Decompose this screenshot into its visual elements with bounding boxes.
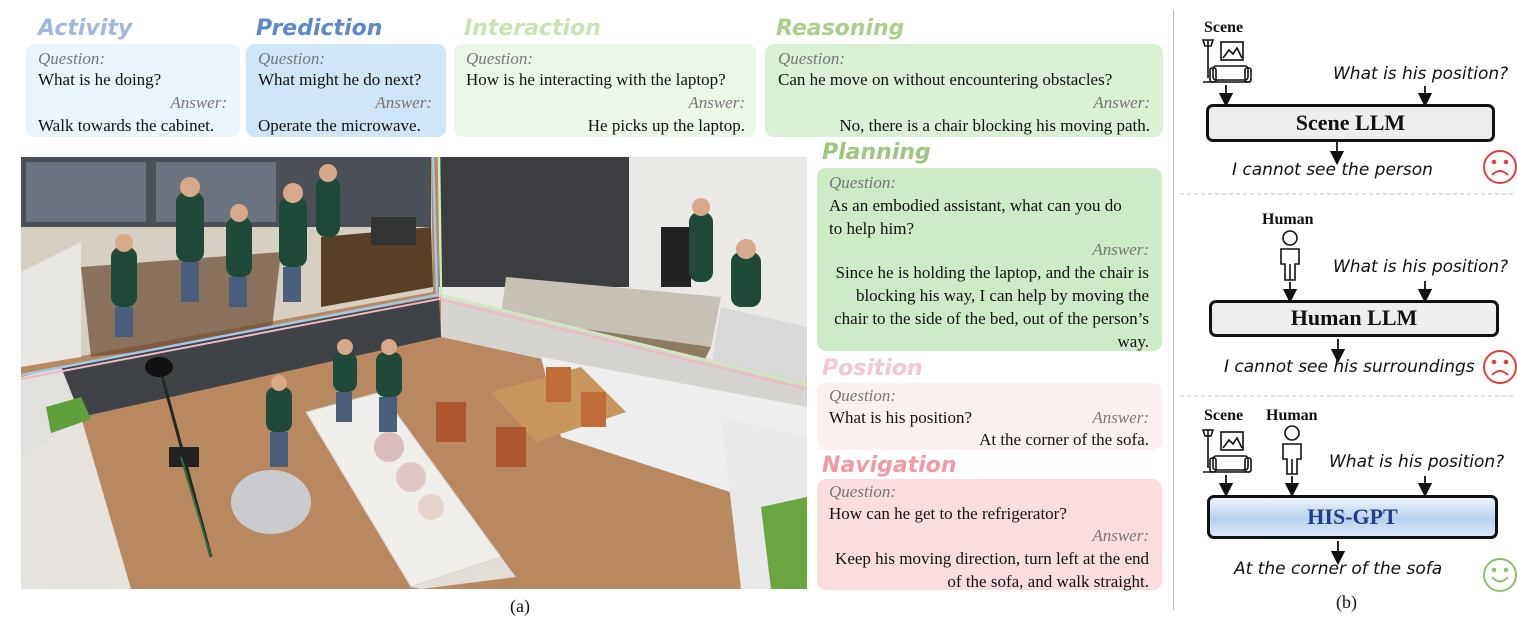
answer-text: Since he is holding the laptop, and the … [834, 263, 1149, 351]
query-text: What is his position? [1333, 64, 1509, 84]
card-box [454, 44, 756, 137]
answer-label: Answer: [688, 93, 745, 112]
scene-icon [1201, 429, 1252, 473]
question-text: What might he do next? [258, 70, 422, 89]
card-box [817, 168, 1162, 351]
answer-text: No, there is a chair blocking his moving… [839, 116, 1150, 135]
answer-text: Operate the microwave. [258, 116, 421, 135]
scene-render [21, 157, 807, 589]
question-label: Question: [38, 49, 106, 68]
card-box [817, 479, 1162, 590]
question-label: Question: [466, 49, 534, 68]
question-label: Question: [258, 49, 326, 68]
question-text: As an embodied assistant, what can you d… [829, 196, 1122, 238]
query-text: What is his position? [1333, 257, 1509, 277]
human-label: Human [1266, 407, 1318, 424]
answer-label: Answer: [375, 93, 432, 112]
sad-face-icon [1483, 350, 1517, 384]
card-title: Planning [822, 140, 931, 165]
answer-text: Keep his moving direction, turn left at … [835, 549, 1149, 591]
question-label: Question: [829, 386, 897, 405]
card-title: Reasoning [776, 16, 905, 41]
question-label: Question: [829, 482, 897, 501]
card-title: Position [822, 356, 923, 381]
output-text: I cannot see his surroundings [1224, 357, 1475, 377]
question-text: What is his position? [829, 408, 973, 427]
question-text: How is he interacting with the laptop? [466, 70, 726, 89]
answer-label: Answer: [170, 93, 227, 112]
scene-label: Scene [1204, 407, 1244, 424]
answer-text: At the corner of the sofa. [979, 430, 1149, 449]
human-icon [1280, 230, 1300, 281]
panel-divider [1173, 10, 1174, 610]
scene-label: Scene [1204, 19, 1244, 36]
question-text: What is he doing? [38, 70, 162, 89]
output-text: I cannot see the person [1232, 160, 1433, 180]
card-box [26, 44, 240, 137]
sad-face-icon [1483, 150, 1517, 184]
answer-label: Answer: [1093, 93, 1150, 112]
human-llm-box: Human LLM [1209, 300, 1499, 337]
answer-text: He picks up the laptop. [587, 116, 745, 135]
scene-illustration [21, 157, 807, 589]
question-text: How can he get to the refrigerator? [829, 504, 1067, 523]
question-label: Question: [829, 173, 897, 192]
question-label: Question: [778, 49, 846, 68]
answer-label: Answer: [1092, 526, 1149, 545]
human-label: Human [1262, 211, 1314, 228]
caption-a: (a) [510, 596, 530, 616]
happy-face-icon [1483, 558, 1517, 592]
output-text: At the corner of the sofa [1234, 559, 1443, 579]
card-box [765, 44, 1163, 137]
query-text: What is his position? [1329, 452, 1505, 472]
card-title: Prediction [256, 16, 383, 41]
answer-label: Answer: [1092, 408, 1149, 427]
scene-icon [1201, 39, 1252, 83]
his-gpt-box: HIS-GPT [1207, 495, 1498, 539]
scene-llm-box: Scene LLM [1206, 104, 1495, 142]
caption-b: (b) [1336, 592, 1357, 612]
answer-text: Walk towards the cabinet. [38, 116, 215, 135]
card-box [817, 383, 1162, 450]
question-text: Can he move on without encountering obst… [778, 70, 1113, 89]
card-title: Activity [38, 16, 133, 41]
answer-label: Answer: [1092, 240, 1149, 259]
card-title: Navigation [822, 453, 957, 478]
human-icon [1282, 425, 1302, 475]
card-box [246, 44, 446, 137]
card-title: Interaction [464, 16, 601, 41]
